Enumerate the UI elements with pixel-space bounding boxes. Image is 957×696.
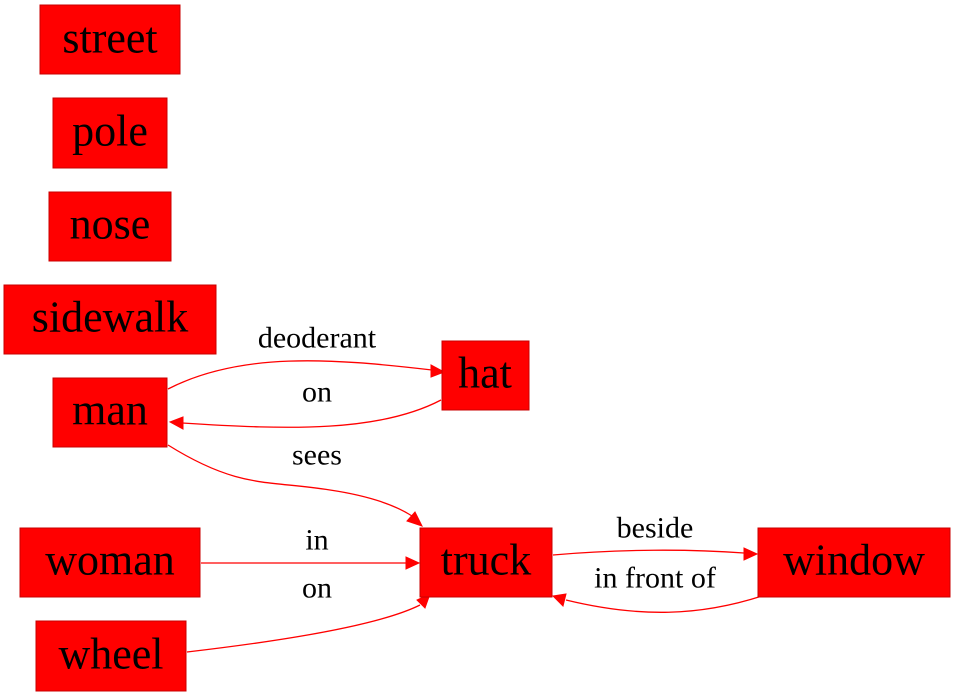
node-label: sidewalk	[32, 293, 188, 342]
edge-man-truck: sees	[167, 439, 423, 527]
edge-line	[186, 604, 421, 653]
edge-label-in-front-of: in front of	[594, 562, 716, 595]
edge-truck-window: beside	[552, 512, 759, 561]
node-pole: pole	[52, 97, 168, 169]
node-label: hat	[458, 349, 512, 398]
edge-line	[552, 549, 745, 556]
node-truck: truck	[419, 527, 553, 598]
edge-line	[167, 360, 433, 390]
edge-line	[181, 399, 442, 428]
node-sidewalk: sidewalk	[3, 284, 217, 355]
node-window: window	[757, 527, 951, 598]
node-street: street	[39, 4, 181, 75]
edge-label-beside: beside	[617, 512, 694, 545]
edge-man-hat: deoderant	[167, 322, 446, 390]
arrowhead	[168, 416, 184, 430]
node-label: wheel	[58, 630, 163, 679]
node-nose: nose	[48, 191, 172, 262]
edge-woman-truck: in	[201, 524, 421, 570]
node-label: woman	[45, 536, 175, 585]
edge-label-sees: sees	[292, 439, 342, 472]
arrowhead	[405, 556, 421, 570]
edge-label-on-wheel-truck: on	[302, 572, 332, 605]
node-man: man	[52, 377, 168, 448]
edges: deoderant on sees in on beside	[167, 322, 763, 653]
node-wheel: wheel	[35, 620, 187, 692]
node-label: pole	[72, 107, 148, 156]
node-woman: woman	[19, 527, 201, 598]
edge-hat-man: on	[168, 376, 442, 430]
node-label: nose	[70, 200, 151, 249]
node-label: truck	[441, 536, 531, 585]
edge-label-deoderant: deoderant	[258, 322, 377, 355]
edge-window-truck: in front of	[551, 562, 763, 613]
node-label: window	[783, 536, 925, 585]
node-label: street	[62, 14, 157, 63]
arrowhead	[406, 511, 423, 527]
node-hat: hat	[441, 340, 530, 411]
edge-line	[167, 444, 413, 517]
edge-label-in: in	[305, 524, 328, 557]
nodes: street pole nose sidewalk man hat woman	[3, 4, 951, 692]
edge-label-on-hat-man: on	[302, 376, 332, 409]
arrowhead	[743, 547, 759, 561]
node-label: man	[72, 386, 148, 435]
arrowhead	[551, 593, 567, 607]
arrowhead	[430, 364, 446, 378]
edge-wheel-truck: on	[186, 572, 431, 653]
edge-line	[565, 595, 763, 613]
